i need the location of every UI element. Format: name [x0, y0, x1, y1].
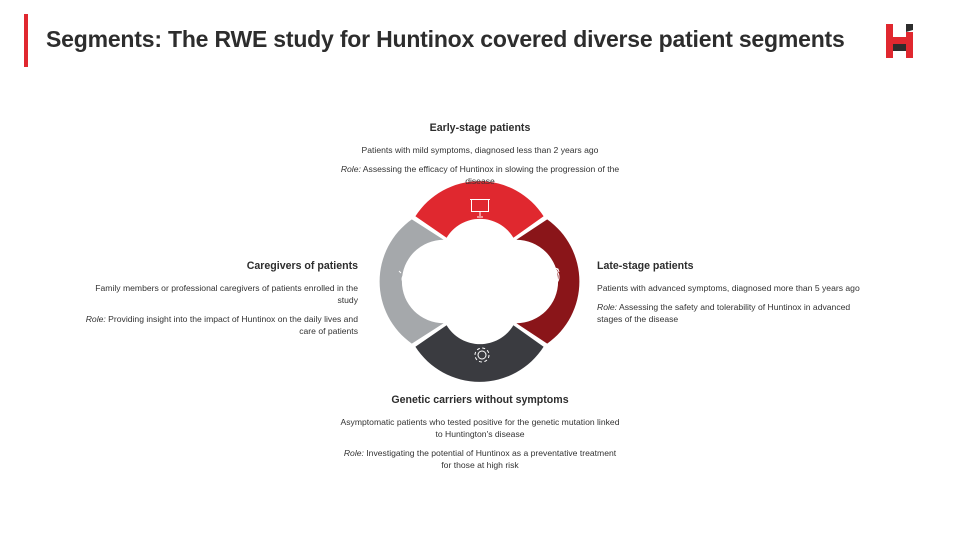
- segment-title: Genetic carriers without symptoms: [391, 394, 569, 406]
- role-text: Providing insight into the impact of Hun…: [108, 314, 358, 336]
- segment-role: Role: Assessing the efficacy of Huntinox…: [330, 163, 630, 187]
- target-icon: [540, 267, 560, 287]
- segment-role: Role: Investigating the potential of Hun…: [340, 447, 620, 471]
- segment-description: Patients with advanced symptoms, diagnos…: [597, 283, 860, 293]
- lightbulb-icon: [398, 268, 416, 289]
- segment-block-early-stage: Early-stage patients Patients with mild …: [330, 122, 630, 187]
- segment-arc-late-stage: [516, 219, 580, 344]
- role-text: Investigating the potential of Huntinox …: [366, 448, 617, 470]
- gear-icon: [474, 347, 490, 363]
- role-text: Assessing the efficacy of Huntinox in sl…: [362, 164, 620, 186]
- segment-arc-early-stage: [415, 181, 544, 238]
- slide-title: Segments: The RWE study for Huntinox cov…: [46, 26, 845, 52]
- segment-arc-genetic-carriers: [415, 325, 544, 382]
- company-logo: [886, 24, 913, 58]
- presentation-board-icon: [470, 199, 490, 218]
- role-label: Role:: [343, 448, 364, 458]
- role-label: Role:: [340, 164, 361, 174]
- segment-block-genetic-carriers: Genetic carriers without symptoms Asympt…: [340, 394, 620, 471]
- title-accent-bar: [24, 14, 28, 67]
- segment-title: Late-stage patients: [597, 260, 694, 272]
- role-label: Role:: [597, 302, 618, 312]
- segment-description: Patients with mild symptoms, diagnosed l…: [361, 145, 599, 155]
- segment-arc-caregivers: [379, 219, 444, 344]
- segment-block-caregivers: Caregivers of patients Family members or…: [78, 260, 358, 337]
- role-text: Assessing the safety and tolerability of…: [597, 302, 851, 324]
- segment-description: Asymptomatic patients who tested positiv…: [340, 417, 620, 439]
- segment-block-late-stage: Late-stage patients Patients with advanc…: [597, 260, 872, 325]
- segment-description: Family members or professional caregiver…: [95, 283, 358, 305]
- segment-role: Role: Providing insight into the impact …: [78, 313, 358, 337]
- segment-title: Caregivers of patients: [246, 260, 358, 272]
- segment-title: Early-stage patients: [429, 122, 531, 134]
- segment-role: Role: Assessing the safety and tolerabil…: [597, 301, 872, 325]
- role-label: Role:: [85, 314, 106, 324]
